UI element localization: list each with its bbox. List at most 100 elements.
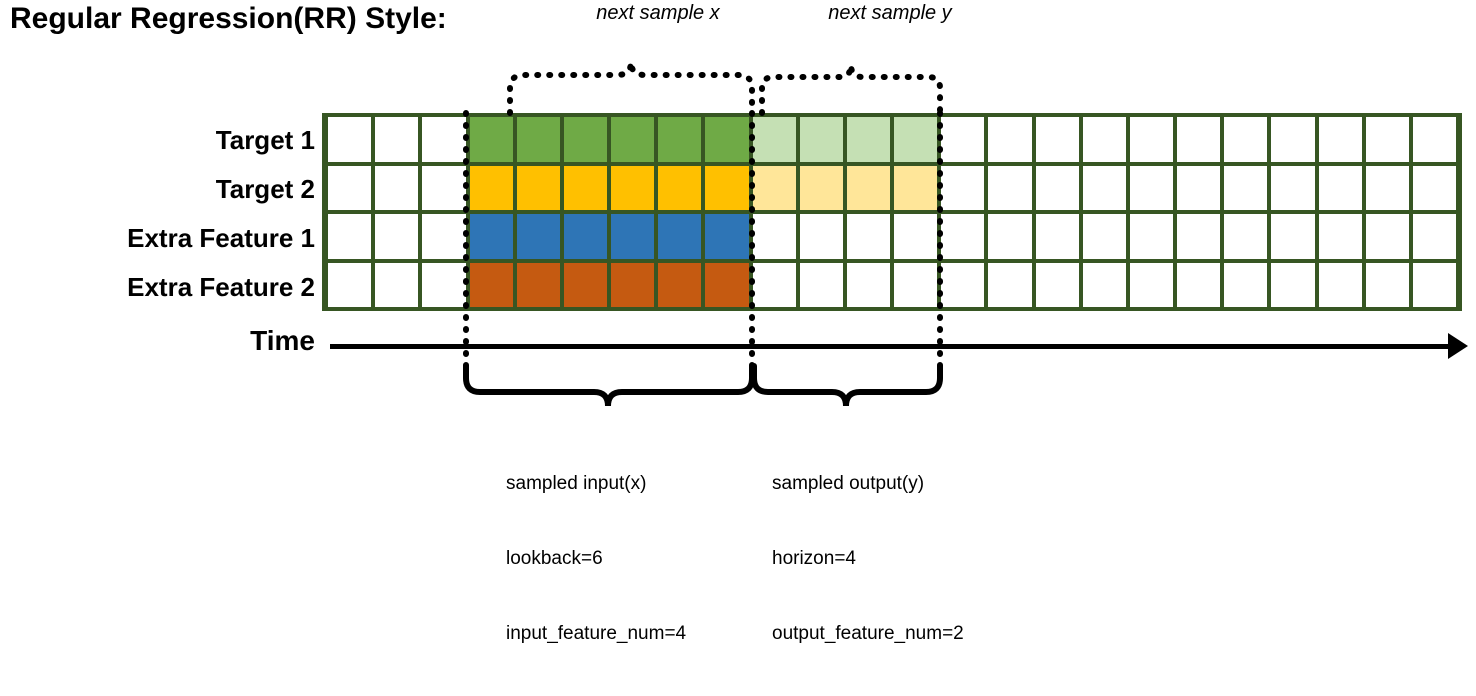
sampled-output-caption: sampled output(y) horizon=4 output_featu… [772,421,964,696]
row-label-target-2: Target 2 [215,174,315,204]
caption-line: horizon=4 [772,548,856,569]
grid-cell-empty [1129,214,1174,259]
grid-cell-empty [988,214,1032,259]
grid-cell-output [894,165,938,210]
grid-cell-empty [1271,214,1315,259]
grid-cell-empty [1365,165,1409,210]
row-label-target-1: Target 1 [215,125,315,155]
grid-cell-empty [799,214,843,259]
grid-cell-empty [1082,165,1126,210]
grid-cell-empty [1224,117,1268,162]
grid-row [322,117,1462,162]
grid-cell-input [516,117,560,162]
grid-cell-empty [1412,262,1457,307]
grid-cell-empty [422,262,466,307]
grid-row [322,165,1462,210]
grid-cell-empty [1365,117,1409,162]
grid-cell-empty [1318,165,1362,210]
grid-cell-empty [1365,262,1409,307]
grid-cell-empty [328,165,372,210]
grid-row [322,262,1462,307]
grid-cell-empty [1318,117,1362,162]
grid-cell-empty [1035,262,1079,307]
grid-cell-input [469,117,513,162]
grid-cell-empty [422,214,466,259]
grid-cell-empty [1318,262,1362,307]
grid-cell-output [846,165,891,210]
caption-line: lookback=6 [506,548,603,569]
grid-cell-empty [799,262,843,307]
grid-cell-input [705,117,749,162]
grid-cell-empty [941,165,985,210]
grid-cell-empty [1129,165,1174,210]
grid-cell-input [469,165,513,210]
grid-cell-empty [1271,117,1315,162]
bottom-brace-output [751,363,943,407]
grid-cell-input [611,214,655,259]
grid-cell-input [469,214,513,259]
grid-cell-input [658,214,702,259]
grid-cell-output [799,117,843,162]
grid-cell-input [658,165,702,210]
grid-cell-input [611,165,655,210]
grid-cell-empty [894,214,938,259]
grid-cell-empty [941,262,985,307]
grid-cell-empty [941,214,985,259]
diagram-canvas: Regular Regression(RR) Style: next sampl… [10,2,1468,644]
grid-cell-input [658,262,702,307]
grid-cell-empty [988,165,1032,210]
grid-cell-empty [328,214,372,259]
grid-cell-empty [1035,165,1079,210]
grid-cell-empty [894,262,938,307]
grid-cell-empty [752,262,796,307]
grid-cell-empty [1365,214,1409,259]
grid-cell-input [563,214,608,259]
grid-cell-input [563,165,608,210]
grid-cell-empty [1224,165,1268,210]
top-brace-input [507,61,755,116]
caption-line: input_feature_num=4 [506,623,687,644]
page-title: Regular Regression(RR) Style: [10,2,447,35]
grid-cell-empty [1412,117,1457,162]
grid-cell-empty [1177,165,1221,210]
grid-cell-empty [375,165,419,210]
grid-cell-empty [1177,214,1221,259]
grid-cell-empty [846,262,891,307]
grid-cell-empty [1177,262,1221,307]
caption-line: sampled output(y) [772,473,925,494]
grid-cell-empty [752,214,796,259]
timeseries-grid [322,113,1462,311]
grid-cell-empty [1177,117,1221,162]
time-axis-line [330,344,1460,349]
grid-cell-empty [1082,214,1126,259]
grid-cell-empty [1082,117,1126,162]
grid-cell-empty [422,117,466,162]
grid-cell-empty [1129,262,1174,307]
grid-cell-empty [1035,214,1079,259]
grid-cell-input [611,117,655,162]
grid-cell-empty [375,214,419,259]
grid-cell-input [516,165,560,210]
grid-cell-output [752,165,796,210]
grid-cell-empty [1224,214,1268,259]
grid-cell-input [563,117,608,162]
grid-cell-input [611,262,655,307]
grid-cell-output [846,117,891,162]
grid-cell-empty [1318,214,1362,259]
right-arrow-icon [1448,333,1468,359]
grid-cell-output [894,117,938,162]
grid-cell-empty [375,117,419,162]
grid-cell-output [799,165,843,210]
next-sample-y-label: next sample y [828,2,952,24]
grid-cell-empty [1271,165,1315,210]
grid-cell-empty [1035,117,1079,162]
time-axis-label: Time [250,325,315,356]
grid-cell-input [563,262,608,307]
grid-cell-empty [328,262,372,307]
grid-cell-empty [1412,165,1457,210]
grid-cell-empty [1224,262,1268,307]
top-brace-output [759,64,943,116]
grid-row [322,214,1462,259]
bottom-brace-input [463,363,755,407]
grid-cell-empty [1271,262,1315,307]
